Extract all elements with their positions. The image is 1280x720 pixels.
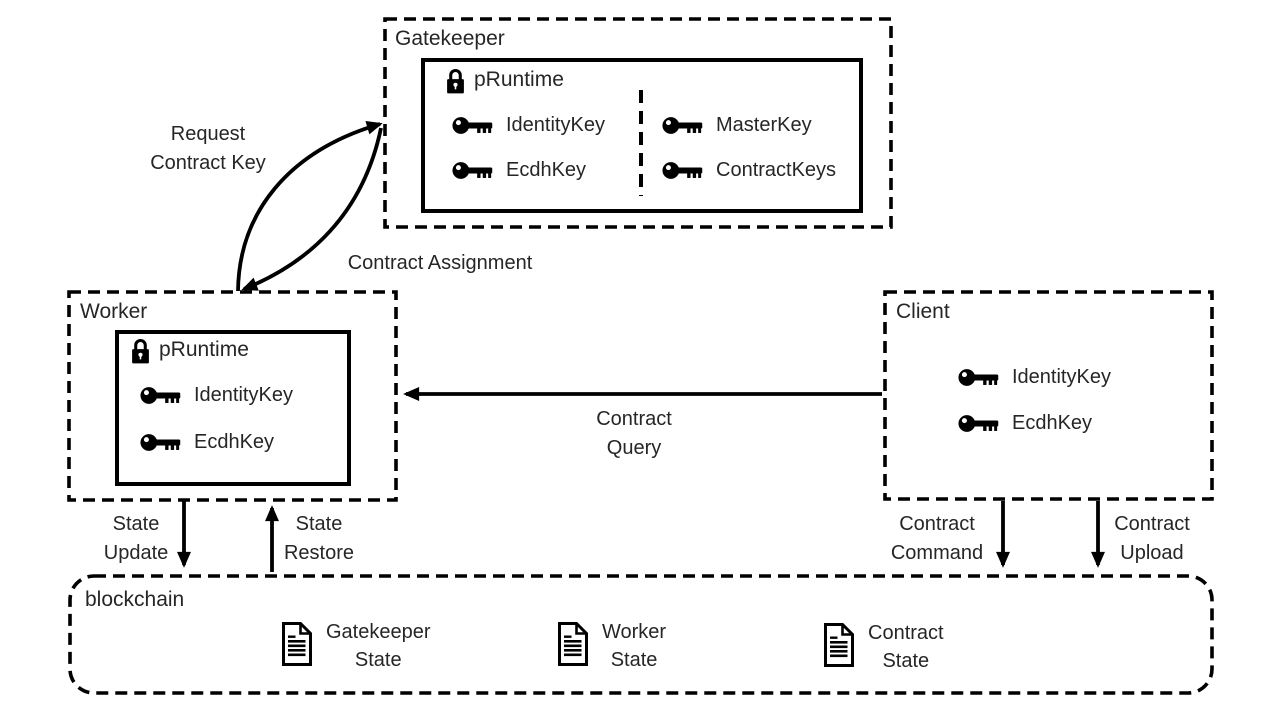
- request-contract-key-arrow: [236, 120, 383, 292]
- contract-query-label: Contract Query: [596, 408, 672, 459]
- state-label: Worker State: [602, 621, 667, 671]
- contract-upload-label: Contract Upload: [1114, 513, 1190, 564]
- worker-state-item: Worker State: [556, 618, 666, 674]
- state-update-label: State Update: [103, 513, 169, 564]
- key-label: EcdhKey: [506, 158, 587, 181]
- contract-command-label: Contract Command: [890, 513, 984, 564]
- client-box: Client: [885, 292, 1212, 499]
- worker-box-border: [67, 290, 398, 502]
- key-label: IdentityKey: [1012, 365, 1111, 388]
- key-icon: [958, 368, 999, 387]
- contract-state-item: Contract State: [822, 619, 944, 675]
- gatekeeper-contractkeys-row: ContractKeys: [662, 157, 836, 183]
- document-icon: [822, 622, 856, 668]
- blockchain-box: blockchain: [70, 576, 1212, 693]
- key-icon: [140, 433, 181, 452]
- gatekeeper-box-border: [383, 17, 893, 229]
- lock-icon: [130, 336, 151, 365]
- worker-ecdhkey-row: EcdhKey: [140, 429, 274, 455]
- worker-pruntime-border: [115, 330, 351, 486]
- key-icon: [958, 414, 999, 433]
- state-label: Gatekeeper State: [326, 621, 431, 671]
- client-title: Client: [896, 300, 950, 323]
- worker-box: Worker: [69, 292, 396, 500]
- request-contract-key-label: Request Contract Key: [150, 123, 266, 174]
- client-identitykey-row: IdentityKey: [958, 364, 1111, 390]
- pruntime-title: pRuntime: [159, 338, 249, 361]
- key-label: EcdhKey: [1012, 411, 1093, 434]
- client-box-border: [883, 290, 1214, 501]
- blockchain-box-border: [68, 574, 1214, 695]
- gatekeeper-state-item: Gatekeeper State: [280, 618, 431, 674]
- key-label: ContractKeys: [716, 158, 837, 181]
- worker-identitykey-row: IdentityKey: [140, 382, 293, 408]
- key-label: MasterKey: [716, 113, 812, 136]
- key-label: IdentityKey: [194, 383, 293, 406]
- gatekeeper-pruntime-header: pRuntime: [445, 65, 564, 95]
- client-ecdhkey-row: EcdhKey: [958, 410, 1092, 436]
- document-icon: [280, 621, 314, 667]
- gatekeeper-title: Gatekeeper: [395, 27, 505, 50]
- gatekeeper-masterkey-row: MasterKey: [662, 112, 812, 138]
- key-label: IdentityKey: [506, 113, 605, 136]
- worker-title: Worker: [80, 300, 148, 323]
- contract-assignment-arrow: [241, 127, 383, 291]
- key-icon: [662, 116, 703, 135]
- gatekeeper-pruntime-border: [421, 58, 863, 213]
- gatekeeper-box: Gatekeeper: [385, 19, 891, 227]
- key-icon: [452, 161, 493, 180]
- state-restore-label: State Restore: [283, 513, 355, 564]
- contract-assignment-label: Contract Assignment: [347, 252, 533, 274]
- blockchain-title: blockchain: [85, 588, 185, 611]
- gatekeeper-ecdhkey-row: EcdhKey: [452, 157, 586, 183]
- lock-icon: [445, 66, 466, 95]
- state-label: Contract State: [868, 622, 944, 672]
- key-icon: [662, 161, 703, 180]
- key-icon: [140, 386, 181, 405]
- key-icon: [452, 116, 493, 135]
- gatekeeper-identitykey-row: IdentityKey: [452, 112, 605, 138]
- key-label: EcdhKey: [194, 430, 275, 453]
- document-icon: [556, 621, 590, 667]
- worker-pruntime-header: pRuntime: [130, 335, 249, 365]
- pruntime-title: pRuntime: [474, 68, 564, 91]
